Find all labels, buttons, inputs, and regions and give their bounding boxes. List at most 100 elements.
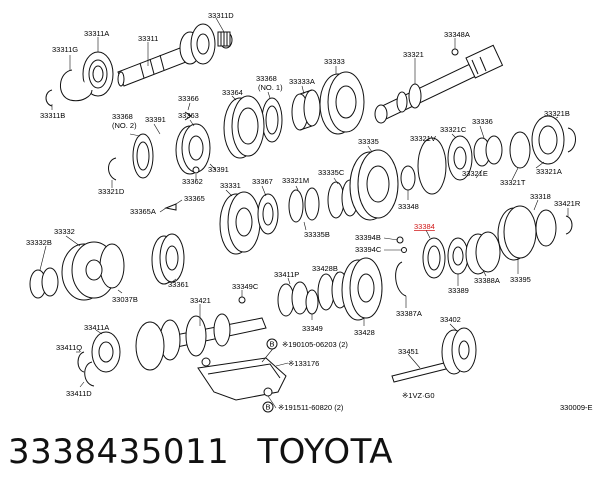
bolt-callout-b-2 [262,401,274,413]
label-33321E: 33321E [462,169,488,178]
label-33311: 33311 [138,34,158,43]
label-33321B: 33321B [544,109,570,118]
output-shaft-33321 [374,44,504,124]
gear-33333A-bearing [291,89,321,131]
label-33389: 33389 [448,286,469,295]
bearing-33321A [531,115,565,165]
label-no1: (NO. 1) [258,83,283,92]
parts-drawing [29,23,576,401]
snap-ring-33311G [60,69,93,102]
label-33336: 33336 [472,117,493,126]
gear-33318 [497,205,557,261]
label-33384: 33384 [414,222,435,231]
needle-bearing-33311D [217,31,231,47]
leader-lines [39,17,569,409]
pin-33348A [451,48,459,56]
oil-receiver-33176 [197,357,287,401]
synchro-ring-33368-2 [132,133,154,179]
label-33332B: 33332B [26,238,52,247]
label-33365A: 33365A [130,207,156,216]
label-33364: 33364 [222,88,243,97]
label-ref-133176: ※133176 [288,359,319,368]
label-33349: 33349 [302,324,323,333]
snap-ring-33311B [45,89,53,107]
pin-33349C [238,296,246,304]
label-33335B: 33335B [304,230,330,239]
snap-ring-33411D [84,361,95,387]
synchro-ring-33384 [422,237,446,279]
key-33365A [164,203,177,211]
key-spring-33366 [184,111,192,121]
label-33394B: 33394B [355,233,381,242]
bearing-33411P [277,281,309,317]
label-33388A: 33388A [474,276,500,285]
label-33368-no2: 33368 [112,112,133,121]
clutch-hub-33363 [175,123,211,175]
label-33366: 33366 [178,94,199,103]
washer-33349 [305,289,319,315]
bearing-33411A [91,331,121,373]
synchro-33389 [447,237,469,275]
gear-33335 [349,149,399,221]
label-33402: 33402 [440,315,461,324]
label-33391-mid: 33391 [208,165,229,174]
hub-sleeve-33364 [223,95,265,159]
gear-33333 [319,71,365,135]
idler-gear-33402 [441,327,477,375]
label-33349C: 33349C [232,282,259,291]
counter-shaft-33421 [135,313,267,371]
bearing-33321M [288,187,320,223]
bearing-33332B [29,267,59,299]
label-33361: 33361 [168,280,189,289]
transmission-exploded-diagram: 33311D 33311A 33311 33311G 33311B 33333 … [26,11,593,413]
part-labels: 33311D 33311A 33311 33311G 33311B 33333 … [26,11,593,412]
label-33421R: 33421R [554,199,581,208]
gear-33428 [341,257,383,321]
label-33368-no1: 33368 [256,74,277,83]
snap-ring-33421R [565,215,573,235]
label-33428: 33428 [354,328,375,337]
key-33362 [192,166,200,174]
input-shaft-33311 [117,23,233,87]
synchro-ring-33368-1 [261,97,283,143]
label-33362: 33362 [182,177,203,186]
snap-ring-33411Q [77,351,85,373]
label-33037B: 33037B [112,295,138,304]
label-33311B: 33311B [40,111,65,120]
gear-33331 [219,191,261,255]
label-33311A: 33311A [84,29,109,38]
bolt-callouts [262,338,278,413]
label-33333: 33333 [324,57,345,66]
label-33331: 33331 [220,181,241,190]
label-33411Q: 33411Q [56,343,82,352]
label-33335: 33335 [358,137,379,146]
label-33311G: 33311G [52,45,78,54]
label-33311D: 33311D [208,11,234,20]
label-bolt-b-1: B [270,340,275,349]
label-33363: 33363 [178,111,199,120]
label-figure-code: 330009-E [560,403,593,412]
snap-ring-33387A [395,261,407,297]
bearing-33311A [82,51,114,97]
label-33411P: 33411P [274,270,299,279]
label-33348: 33348 [398,202,419,211]
label-33391-top: 33391 [145,115,166,124]
gear-33321C [417,135,473,195]
caption-brand: TOYOTA [257,432,394,472]
label-33395: 33395 [510,275,531,284]
bolt-callout-b-1 [266,338,278,350]
label-33411D: 33411D [66,389,92,398]
label-33367: 33367 [252,177,273,186]
label-33321: 33321 [403,50,424,59]
washer-33348 [400,165,416,191]
label-33387A: 33387A [396,309,422,318]
label-33321V: 33321V [410,134,436,143]
spacer-33321T [509,131,531,169]
label-33321C: 33321C [440,125,467,134]
gear-33388A [465,231,501,275]
label-ref-190105: ※190105-06203 (2) [282,340,348,349]
label-ref-191511: ※191511-60820 (2) [278,403,344,412]
label-33333A: 33333A [289,77,315,86]
spring-33394C [401,247,407,253]
label-33348A: 33348A [444,30,470,39]
